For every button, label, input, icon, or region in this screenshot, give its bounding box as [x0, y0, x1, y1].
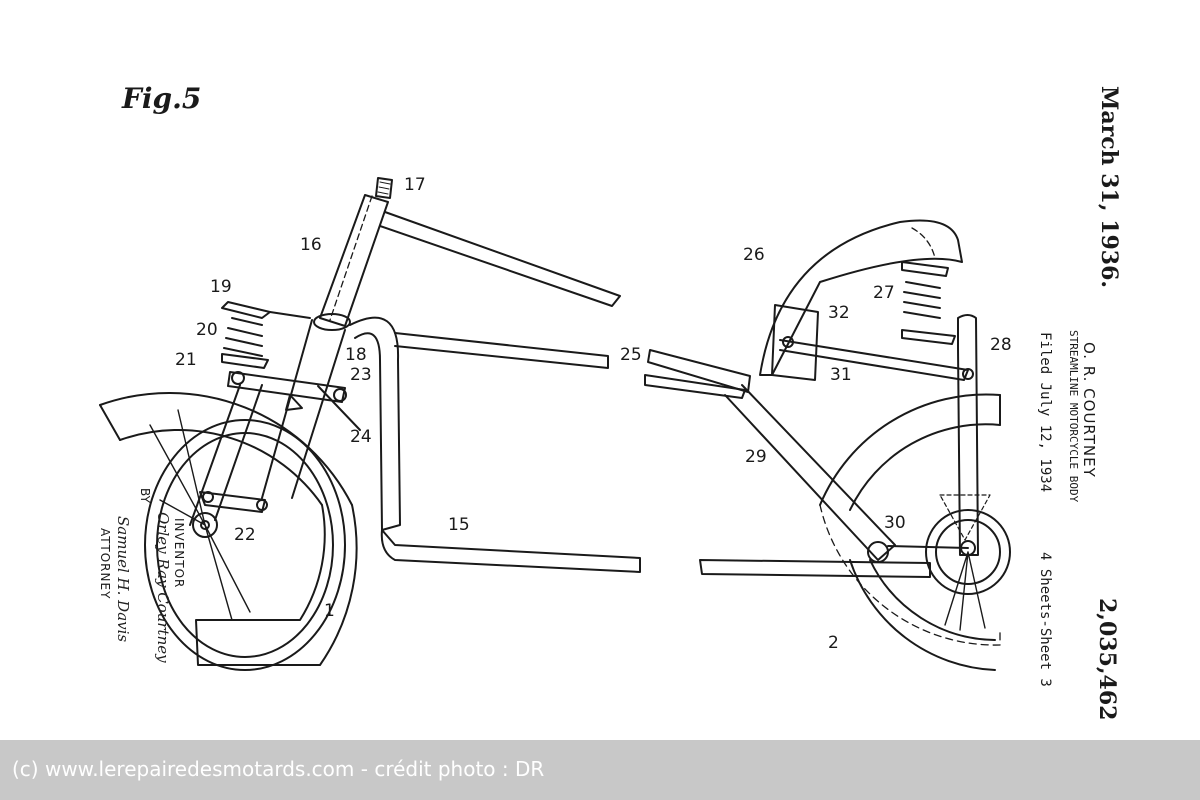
attorney-label: ATTORNEY	[98, 528, 112, 600]
ref-numeral-27: 27	[873, 283, 895, 303]
ref-numeral-22: 22	[234, 525, 256, 545]
figure-label: Fig.5	[122, 82, 202, 115]
reference-numerals: 1 2 15 16 17 18 19 20 21 22 23 24 25 26 …	[175, 175, 1012, 653]
front-fender	[99, 391, 358, 666]
sheet-count: 4 Sheets-Sheet 3	[1037, 552, 1053, 687]
attorney-signature: Samuel H. Davis	[114, 516, 132, 643]
rear-wheel	[925, 494, 1011, 631]
front-frame	[349, 211, 641, 573]
filed-date: Filed July 12, 1934	[1037, 332, 1053, 493]
patent-date: March 31, 1936.	[1096, 86, 1122, 289]
ref-numeral-18: 18	[345, 345, 367, 365]
patent-number: 2,035,462	[1094, 598, 1120, 721]
ref-numeral-2: 2	[828, 633, 839, 653]
ref-numeral-28: 28	[990, 335, 1012, 355]
ref-numeral-32: 32	[828, 303, 850, 323]
ref-numeral-30: 30	[884, 513, 906, 533]
rear-fender	[819, 393, 1001, 671]
patent-drawing: 1 2 15 16 17 18 19 20 21 22 23 24 25 26 …	[99, 175, 1012, 671]
ref-numeral-19: 19	[210, 277, 232, 297]
ref-numeral-15: 15	[448, 515, 470, 535]
credit-footer: (c) www.lerepairedesmotards.com - crédit…	[0, 740, 1200, 800]
ref-numeral-16: 16	[300, 235, 322, 255]
ref-numeral-20: 20	[196, 320, 218, 340]
ref-numeral-1: 1	[324, 601, 335, 621]
rear-seat-cowl	[759, 219, 963, 381]
patent-title: STREAMLINE MOTORCYCLE BODY	[1067, 330, 1080, 503]
inventor-name: O. R. COURTNEY	[1080, 342, 1098, 478]
ref-numeral-17: 17	[404, 175, 426, 195]
ref-numeral-31: 31	[830, 365, 852, 385]
ref-numeral-25: 25	[620, 345, 642, 365]
ref-numeral-21: 21	[175, 350, 197, 370]
front-spring	[221, 301, 311, 369]
front-linkage	[227, 371, 361, 431]
ref-numeral-23: 23	[350, 365, 372, 385]
by-label: BY	[138, 488, 152, 503]
inventor-signature: Orley Ray Courtney	[154, 512, 172, 663]
inventor-label: INVENTOR	[172, 518, 186, 589]
ref-numeral-29: 29	[745, 447, 767, 467]
ref-numeral-26: 26	[743, 245, 765, 265]
rear-spring	[901, 261, 956, 345]
ref-numeral-24: 24	[350, 427, 372, 447]
rear-frame	[644, 314, 979, 578]
credit-text: (c) www.lerepairedesmotards.com - crédit…	[12, 757, 545, 781]
steering-head	[313, 177, 393, 331]
